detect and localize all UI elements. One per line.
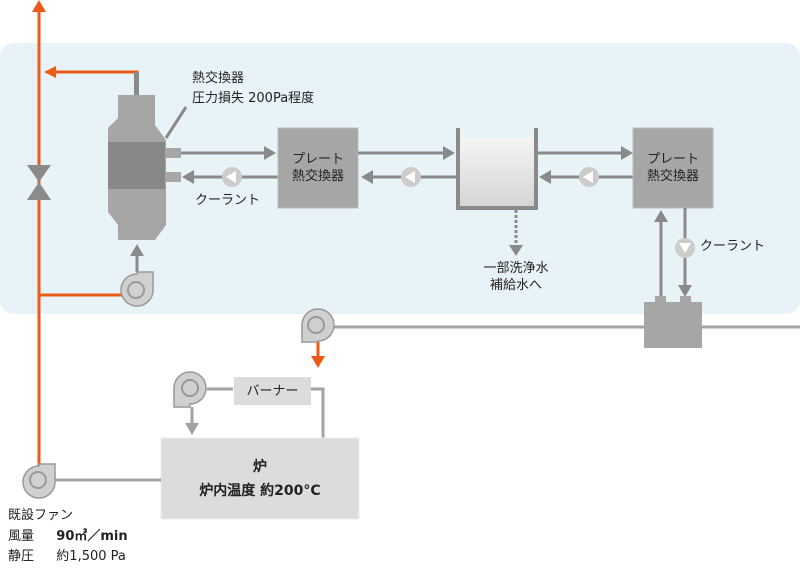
pump-icon[interactable] bbox=[222, 167, 242, 187]
scrubber-leader-line bbox=[164, 106, 188, 139]
flow-arrow-icon bbox=[678, 285, 692, 297]
furnace-temperature: 炉内温度 約200°C bbox=[199, 482, 321, 499]
drain-arrow-icon bbox=[509, 245, 523, 256]
flow-arrow-icon bbox=[361, 170, 373, 184]
flow-arrow-icon bbox=[443, 146, 455, 160]
flow-arrow-icon bbox=[654, 210, 668, 222]
fan-airflow: 風量 90㎥／min bbox=[8, 528, 128, 546]
coolant-label-left: クーラント bbox=[195, 193, 261, 208]
exhaust-up-arrow-icon bbox=[32, 0, 46, 12]
wash-water-tank bbox=[456, 128, 538, 210]
plate-hx2-label: プレート 熱交換器 bbox=[633, 128, 713, 208]
scrubber-pressure-loss: 圧力損失 200Pa程度 bbox=[192, 91, 315, 106]
existing-fan-icon[interactable] bbox=[22, 463, 56, 499]
scrubber-title: 熱交換器 bbox=[192, 71, 245, 86]
scrubber-fan-icon[interactable] bbox=[120, 244, 154, 307]
furnace-title: 炉 bbox=[253, 458, 267, 475]
plate-heat-exchanger-1 bbox=[277, 127, 359, 209]
fan-airflow-value: 90㎥／min bbox=[56, 529, 128, 544]
burner-fan-icon[interactable] bbox=[173, 371, 207, 408]
flow-arrow-icon bbox=[182, 170, 194, 184]
pump-icon[interactable] bbox=[579, 167, 599, 187]
fan-airflow-label: 風量 bbox=[8, 529, 35, 544]
tank-note-line1: 一部洗浄水 bbox=[483, 261, 549, 276]
fan-name: 既設ファン bbox=[8, 508, 74, 523]
plate-heat-exchanger-2 bbox=[632, 127, 714, 209]
plate-hx1-label: プレート 熱交換器 bbox=[278, 128, 358, 208]
plate-hx2-line1: プレート bbox=[646, 152, 699, 167]
scrubber-outlet-arrow-icon bbox=[44, 66, 56, 78]
flow-arrow-icon bbox=[185, 423, 199, 435]
supply-fan-icon[interactable] bbox=[301, 308, 335, 343]
fan-pressure-label: 静圧 bbox=[8, 549, 35, 564]
burner bbox=[234, 377, 311, 405]
plate-hx1-line1: プレート bbox=[291, 152, 344, 167]
plate-hx1-line2: 熱交換器 bbox=[291, 169, 344, 184]
coolant-label-right: クーラント bbox=[700, 239, 766, 254]
fan-pressure: 静圧 約1,500 Pa bbox=[8, 548, 126, 566]
supply-arrow-icon bbox=[311, 356, 325, 368]
tank-note-line2: 補給水へ bbox=[489, 278, 542, 293]
pump-icon[interactable] bbox=[401, 167, 421, 187]
flow-arrow-icon bbox=[264, 146, 276, 160]
scrubber-heat-exchanger bbox=[108, 95, 181, 240]
flow-arrow-icon bbox=[621, 146, 633, 160]
furnace-label: 炉 炉内温度 約200°C bbox=[161, 438, 359, 519]
tank-note: 一部洗浄水 補給水へ bbox=[456, 260, 576, 294]
butterfly-valve-icon[interactable] bbox=[27, 165, 51, 200]
pump-icon[interactable] bbox=[675, 238, 695, 258]
flow-arrow-icon bbox=[539, 170, 551, 184]
burner-label: バーナー bbox=[246, 383, 299, 399]
duct-heat-exchanger bbox=[644, 296, 702, 348]
fan-pressure-value: 約1,500 Pa bbox=[56, 549, 126, 564]
plate-hx2-line2: 熱交換器 bbox=[646, 169, 699, 184]
